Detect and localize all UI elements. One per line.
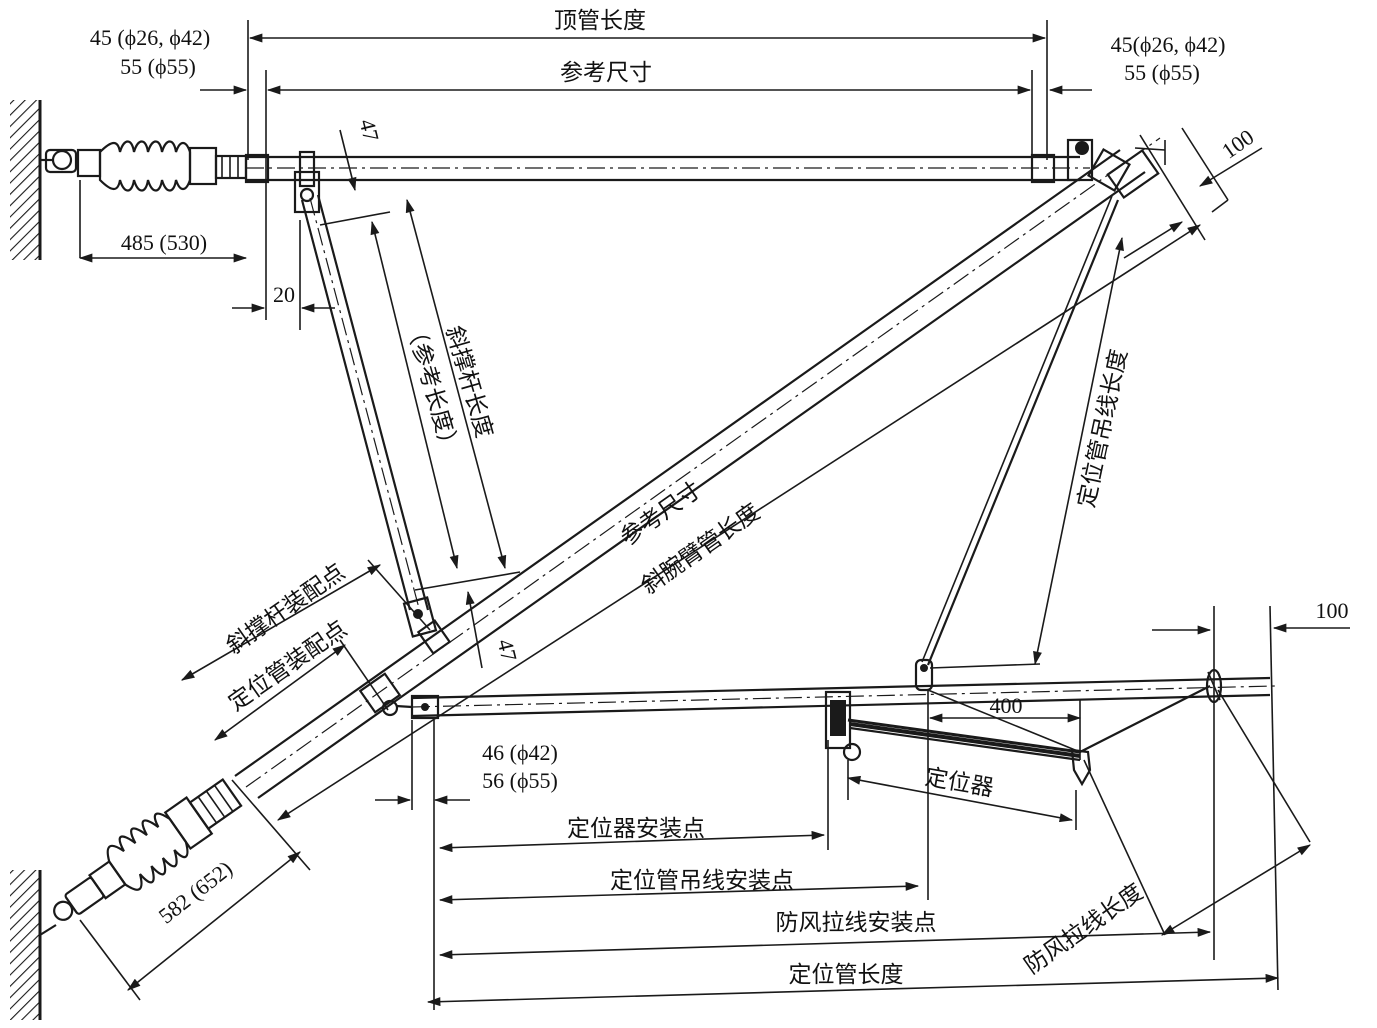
lower-insulator: [39, 778, 243, 936]
label-dim-100-right: 100: [1316, 598, 1349, 623]
label-dim-46: 46 (ϕ42): [482, 740, 558, 765]
label-reference-dim-top: 参考尺寸: [560, 60, 652, 86]
dimension-labels: 顶管长度 参考尺寸 45 (ϕ26, ϕ42) 55 (ϕ55) 45(ϕ26,…: [90, 8, 1349, 988]
label-dim-20: 20: [273, 282, 295, 307]
label-wind-guy-length: 防风拉线长度: [1020, 879, 1148, 979]
label-dim-485: 485 (530): [121, 230, 207, 255]
label-top-tube-length: 顶管长度: [554, 8, 646, 34]
registration-tube: [358, 668, 1276, 720]
label-dim-47-bottom: 47: [492, 636, 522, 663]
label-wind-guy-mount-point: 防风拉线安装点: [776, 910, 937, 936]
label-registration-tube-length: 定位管长度: [789, 962, 904, 988]
lower-wall-mount: [10, 870, 42, 1020]
label-dim-100-top: 100: [1217, 124, 1258, 163]
label-steady-arm: 定位器: [923, 764, 995, 802]
label-left-top-dim-2: 55 (ϕ55): [120, 54, 196, 79]
top-tube: [244, 138, 1131, 214]
label-dim-56: 56 (ϕ55): [482, 768, 558, 793]
cantilever-tube: [234, 137, 1166, 799]
label-dim-582: 582 (652): [154, 856, 237, 929]
upper-wall-mount: [10, 100, 42, 260]
label-left-top-dim-1: 45 (ϕ26, ϕ42): [90, 25, 210, 50]
label-hanger-mount-point: 定位管吊线安装点: [610, 868, 794, 894]
dimension-lines: [78, 20, 1350, 1010]
label-steady-arm-mount-point: 定位器安装点: [567, 816, 705, 842]
label-right-top-dim-2: 55 (ϕ55): [1124, 60, 1200, 85]
upper-insulator: [40, 140, 248, 192]
label-right-top-dim-1: 45(ϕ26, ϕ42): [1111, 32, 1226, 57]
label-dim-47-top: 47: [354, 116, 384, 143]
label-dim-400: 400: [990, 693, 1023, 718]
